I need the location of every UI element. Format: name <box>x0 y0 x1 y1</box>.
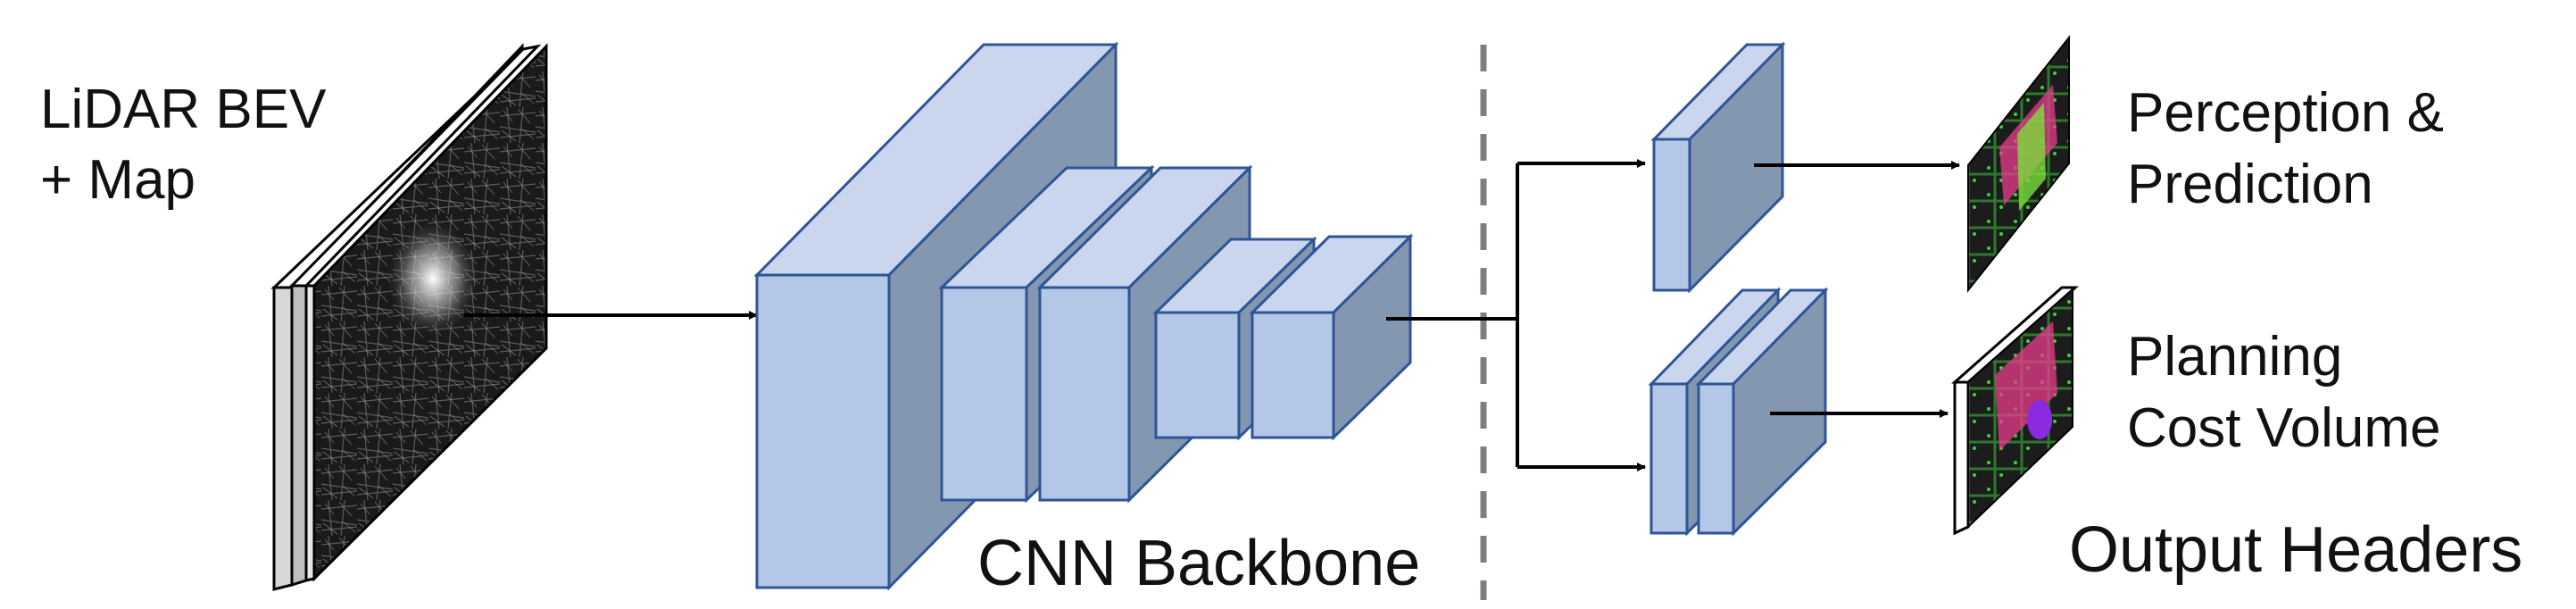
input-label-line2: + Map <box>40 149 195 211</box>
planning-cost-volume <box>1951 286 2079 536</box>
output-headers-label: Output Headers <box>2069 514 2522 586</box>
input-sheet-back-top <box>270 43 524 289</box>
perception-label-line1: Perception & <box>2127 82 2444 144</box>
input-label-line1: LiDAR BEV <box>40 79 327 140</box>
backbone-to-heads-connector <box>1386 159 1646 471</box>
planning-label-line2: Cost Volume <box>2127 397 2441 459</box>
lidar-sensor-glow <box>384 216 482 341</box>
input-sheet-middle <box>290 284 308 588</box>
perception-output-map <box>1967 35 2070 293</box>
input-sheet-middle-top <box>288 44 542 288</box>
perception-head-block <box>1650 41 1786 294</box>
backbone-label: CNN Backbone <box>977 528 1420 599</box>
input-sheet-back <box>272 286 294 591</box>
planning-label-line1: Planning <box>2127 326 2342 388</box>
lidar-bev-input <box>270 43 548 591</box>
perception-label-line2: Prediction <box>2127 154 2373 215</box>
backbone-block-5 <box>1249 233 1414 441</box>
cnn-backbone <box>753 41 1414 591</box>
